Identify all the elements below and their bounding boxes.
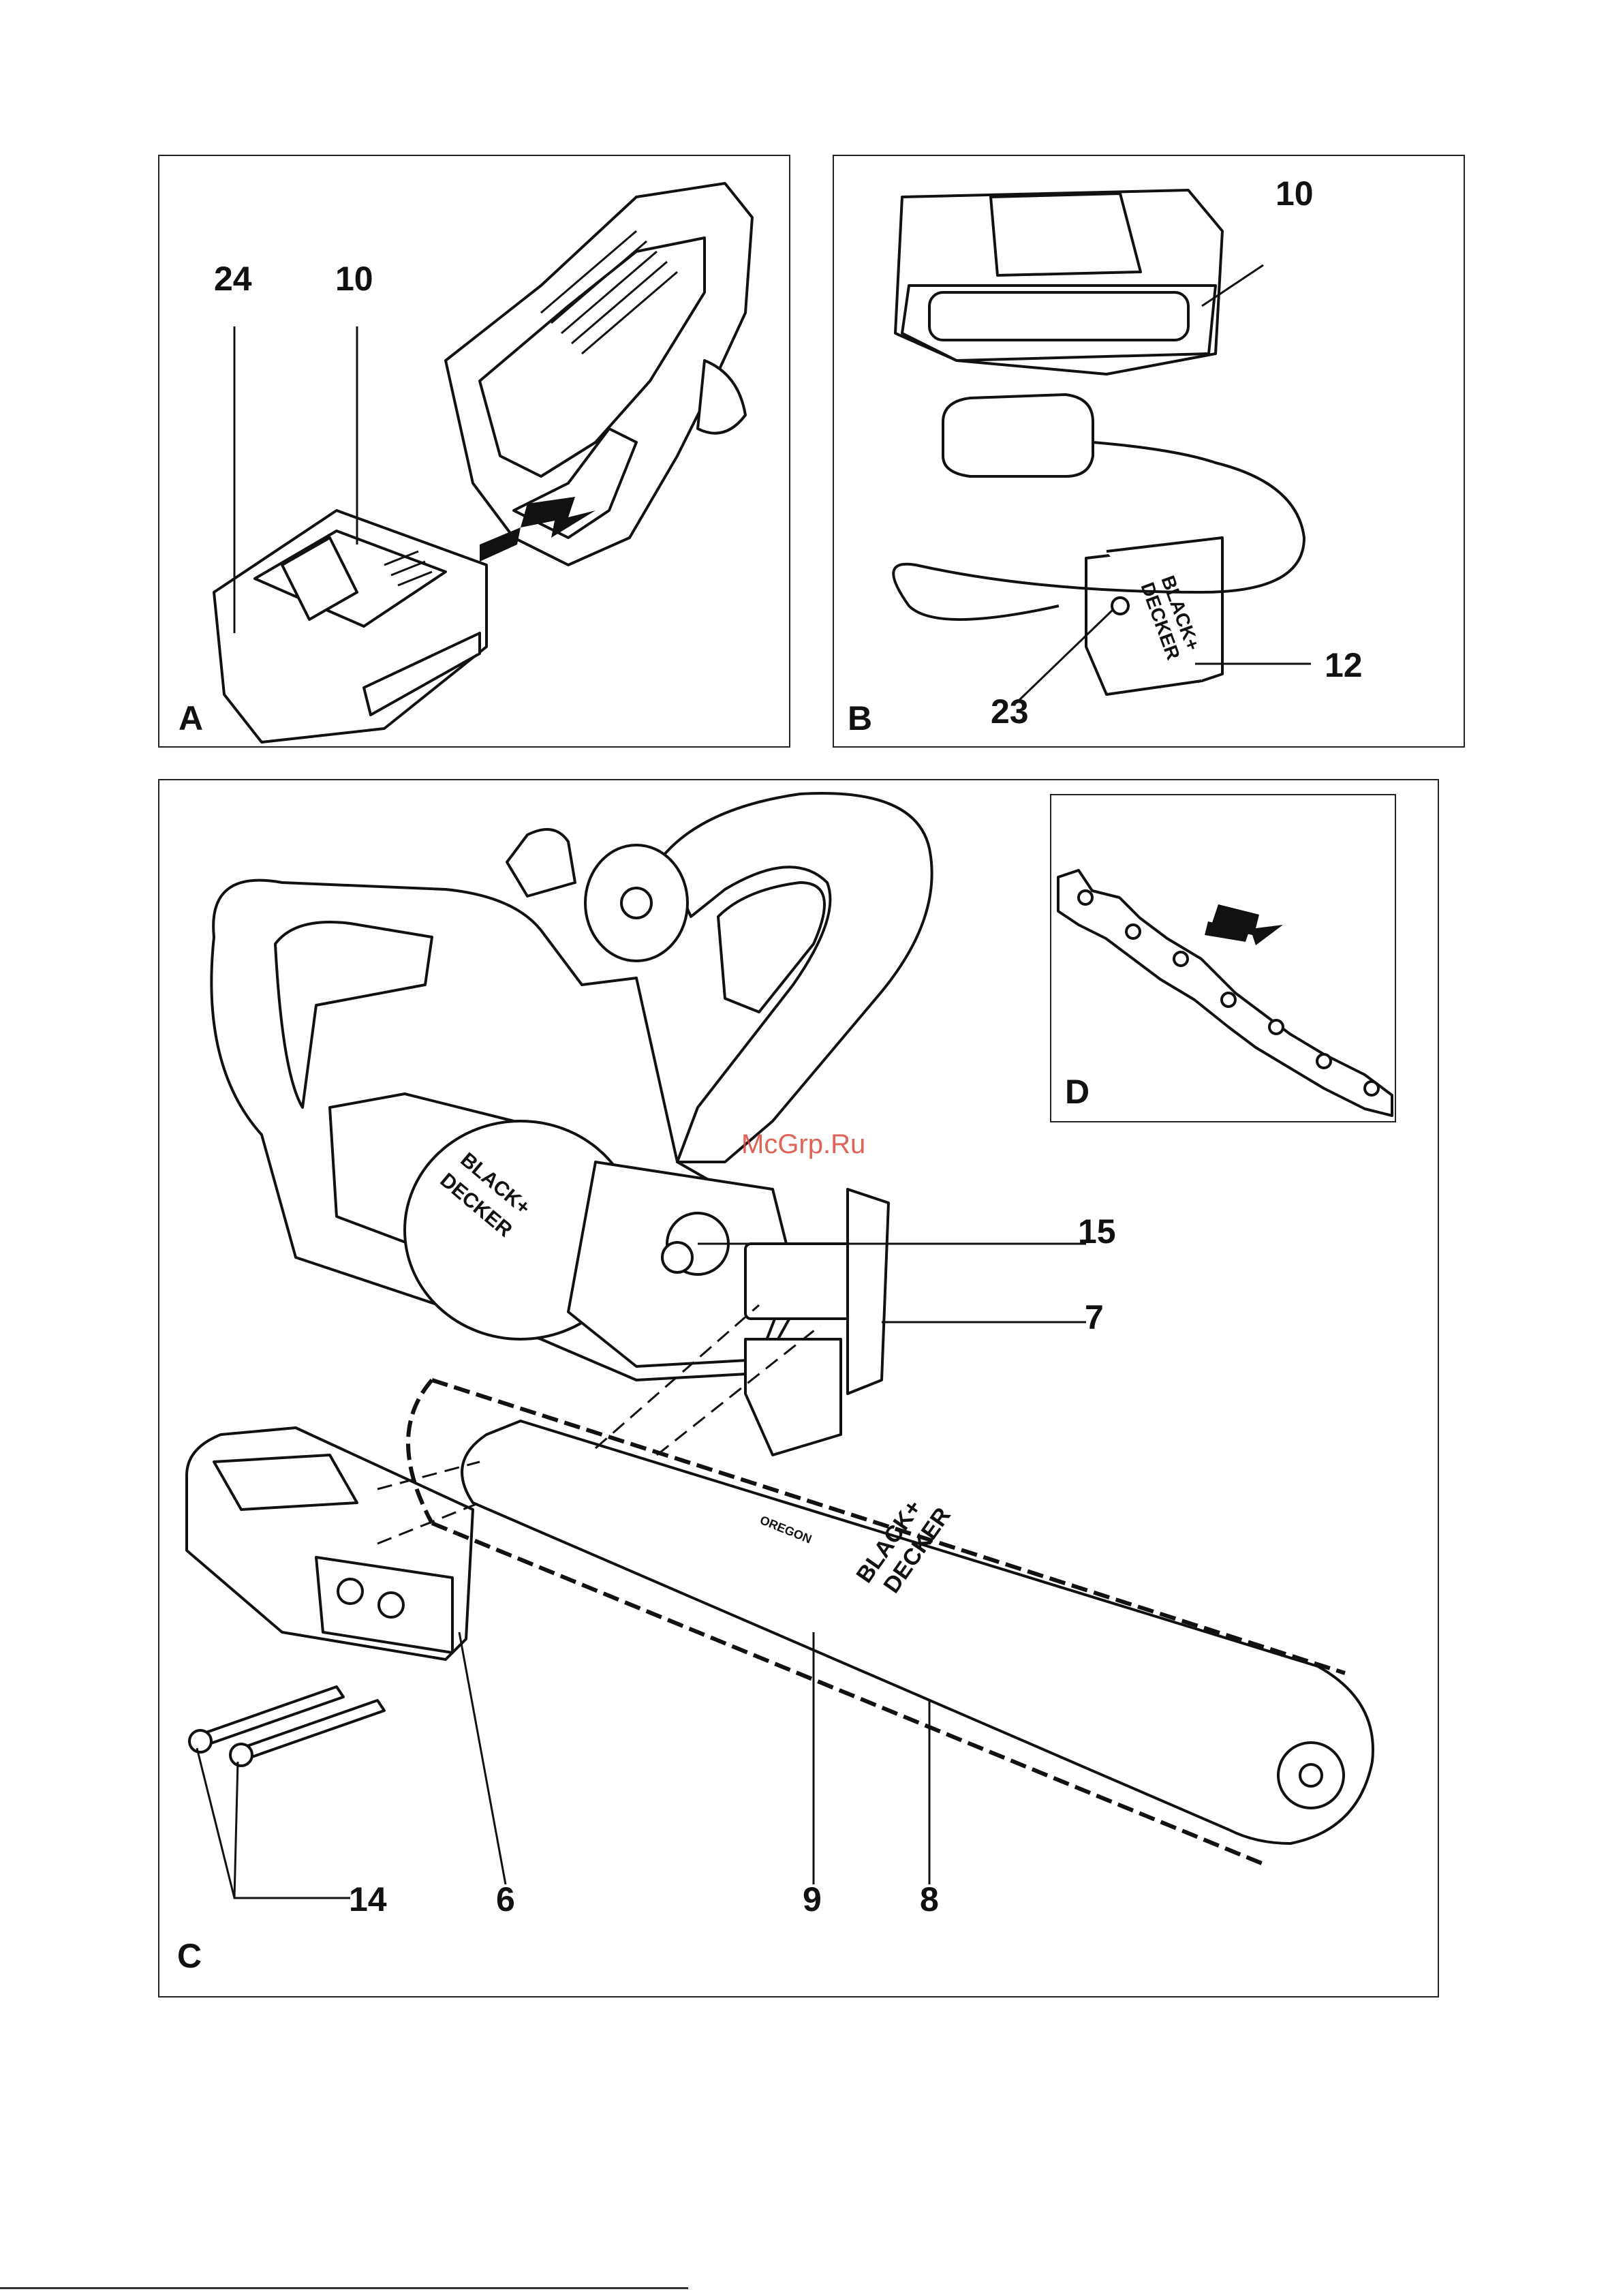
callout-23: 23 <box>991 694 1029 729</box>
front-handle <box>664 793 932 1162</box>
page-bottom-rule <box>0 2287 688 2289</box>
callout-9: 9 <box>803 1882 822 1916</box>
guide-bar <box>462 1421 1373 1843</box>
panel-b: BLACK+ DECKER 10 12 23 B <box>833 155 1465 748</box>
chain-direction-illustration <box>1051 795 1397 1124</box>
callout-15: 15 <box>1078 1214 1116 1249</box>
charge-indicator <box>1112 598 1128 614</box>
callout-12: 12 <box>1325 648 1363 682</box>
watermark: McGrp.Ru <box>741 1129 865 1160</box>
callout-6: 6 <box>496 1882 515 1916</box>
battery-and-charger-illustration: BLACK+ DECKER <box>834 156 1466 749</box>
callout-24: 24 <box>214 262 252 296</box>
panel-label-a: A <box>179 701 203 735</box>
panel-label-b: B <box>848 701 872 735</box>
callout-10: 10 <box>1276 177 1314 211</box>
callout-7: 7 <box>1085 1300 1104 1334</box>
callout-10: 10 <box>335 262 373 296</box>
direction-arrow <box>1205 904 1283 945</box>
panel-label-d: D <box>1065 1075 1089 1109</box>
callout-8: 8 <box>920 1882 939 1916</box>
charger-adapter <box>943 395 1093 476</box>
panel-d: D <box>1050 794 1396 1122</box>
panel-a: 24 10 A <box>158 155 790 748</box>
panel-label-c: C <box>177 1939 202 1973</box>
callout-14: 14 <box>349 1882 387 1916</box>
battery-insertion-illustration <box>159 156 792 749</box>
